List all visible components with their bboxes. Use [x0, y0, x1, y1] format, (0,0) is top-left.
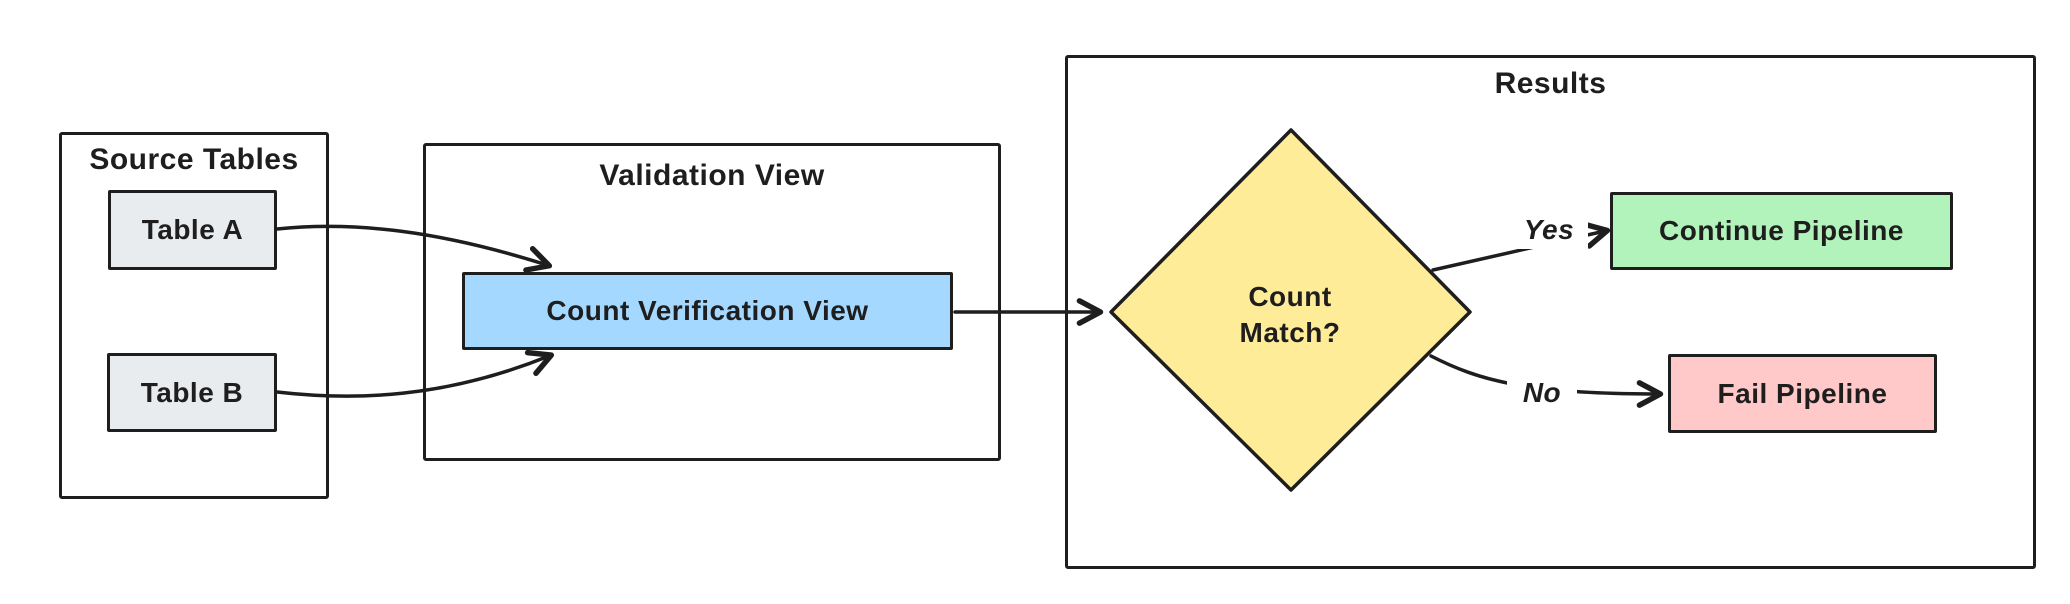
node-fail-pipeline-label: Fail Pipeline — [1717, 377, 1888, 409]
node-table-b-label: Table B — [140, 376, 244, 408]
node-continue-pipeline-label: Continue Pipeline — [1659, 215, 1904, 246]
node-count-verification-view-label: Count Verification View — [546, 295, 869, 326]
results-title: Results — [1494, 67, 1607, 100]
group-validation-view: Validation View — [423, 143, 1001, 461]
node-table-a: Table A — [108, 190, 277, 270]
edge-label-no: No — [1507, 374, 1577, 412]
edge-label-yes: Yes — [1510, 211, 1588, 249]
node-continue-pipeline: Continue Pipeline — [1610, 192, 1953, 270]
node-count-verification-view: Count Verification View — [462, 272, 953, 350]
node-table-b: Table B — [107, 353, 277, 432]
validation-view-title: Validation View — [599, 159, 825, 192]
group-source-tables: Source Tables — [59, 132, 329, 499]
node-count-match-label: Count Match? — [1239, 280, 1341, 348]
node-fail-pipeline: Fail Pipeline — [1668, 354, 1937, 433]
node-table-a-label: Table A — [141, 214, 244, 245]
source-tables-title: Source Tables — [89, 143, 299, 176]
